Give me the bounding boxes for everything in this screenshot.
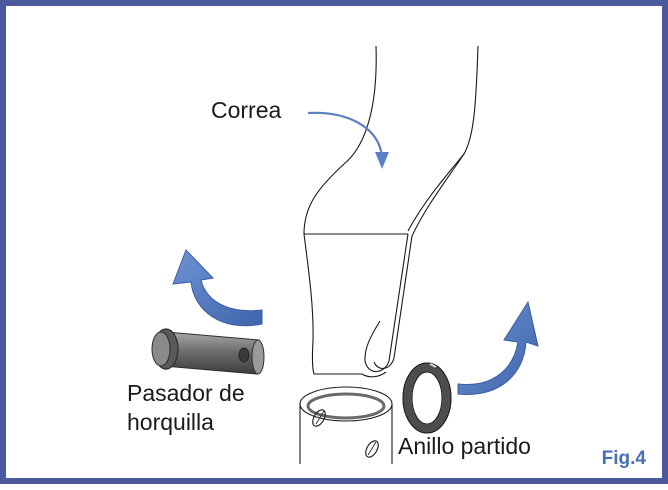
strap-lower-left: [304, 234, 362, 374]
clevis-pin-label-line2: horquilla: [127, 409, 214, 436]
strap-right-edge: [408, 46, 478, 231]
strap-loop-bottom: [362, 372, 386, 377]
split-ring-label: Anillo partido: [398, 433, 531, 460]
clevis-pin: [152, 329, 264, 374]
strap-loop-outer: [365, 234, 408, 372]
strap: [304, 46, 478, 377]
pin-removal-arrow: [173, 250, 262, 326]
tube-receiver: [300, 387, 392, 464]
strap-left-edge: [304, 46, 376, 234]
clevis-pin-label-line1: Pasador de: [127, 380, 245, 407]
figure-number: Fig.4: [602, 448, 646, 470]
strap-right-edge-inner: [412, 154, 464, 236]
split-ring: [403, 363, 451, 433]
strap-label: Correa: [211, 97, 281, 124]
assembly-illustration: [6, 6, 668, 490]
strap-loop-inner: [374, 236, 412, 368]
ring-removal-arrow: [458, 302, 538, 394]
